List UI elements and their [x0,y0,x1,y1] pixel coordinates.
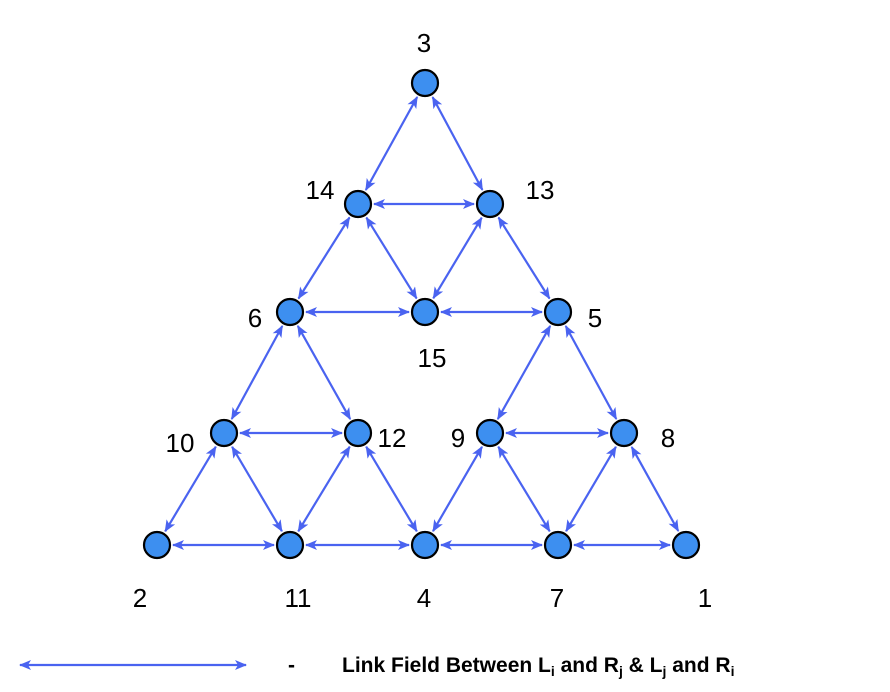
node-2 [142,530,172,560]
legend-text-part: and R [666,654,730,677]
legend-subscript: i [731,663,735,679]
legend-text-part: Link Field Between L [342,654,551,677]
link-3-14 [364,96,419,191]
node-13 [475,189,505,219]
node-8 [609,418,639,448]
node-label-12: 12 [378,423,407,453]
node-label-6: 6 [248,303,262,333]
legend-text-part: & L [623,654,663,677]
legend-subscript: j [618,663,623,679]
node-4 [410,530,440,560]
link-9-7 [497,445,551,533]
link-3-13 [431,96,484,191]
link-5-9 [496,325,552,420]
node-label-3: 3 [417,28,431,58]
node-label-14: 14 [306,175,335,205]
link-13-15 [432,216,483,300]
legend-subscript: i [551,663,555,679]
node-label-10: 10 [166,428,195,458]
node-11 [275,530,305,560]
link-5-8 [564,325,618,420]
node-12 [343,418,373,448]
legend-dash: - [288,654,295,677]
node-label-1: 1 [698,583,712,613]
node-label-4: 4 [417,583,431,613]
link-14-6 [297,216,351,300]
legend-subscript: j [662,663,667,679]
node-15 [410,297,440,327]
node-label-2: 2 [133,583,147,613]
node-label-11: 11 [285,583,312,613]
link-13-5 [497,216,551,300]
node-label-8: 8 [661,423,675,453]
node-label-5: 5 [588,303,602,333]
node-1 [671,530,701,560]
node-3 [410,68,440,98]
legend-label: Link Field Between Li and Rj & Lj and Ri [342,654,734,679]
link-8-7 [565,445,617,533]
node-10 [209,418,239,448]
node-label-13: 13 [526,175,555,205]
legend-text-part: and R [555,654,619,677]
legend: - Link Field Between Li and Rj & Lj and … [19,654,734,679]
node-label-7: 7 [550,583,564,613]
labels-layer: 3 14 13 6 15 5 10 12 9 8 2 11 4 7 1 [133,28,712,613]
link-6-10 [230,325,284,420]
node-14 [343,189,373,219]
node-5 [543,297,573,327]
link-9-4 [432,445,483,533]
node-7 [543,530,573,560]
link-14-15 [365,216,418,300]
nodes-layer [142,68,701,560]
link-6-12 [296,325,352,420]
node-label-15: 15 [418,343,447,373]
link-10-11 [231,445,283,533]
link-10-2 [164,445,217,533]
node-9 [475,418,505,448]
link-12-4 [365,445,418,533]
node-6 [275,297,305,327]
link-8-1 [630,446,680,532]
edges-layer [164,96,680,550]
node-label-9: 9 [451,423,465,453]
link-12-11 [297,445,351,533]
